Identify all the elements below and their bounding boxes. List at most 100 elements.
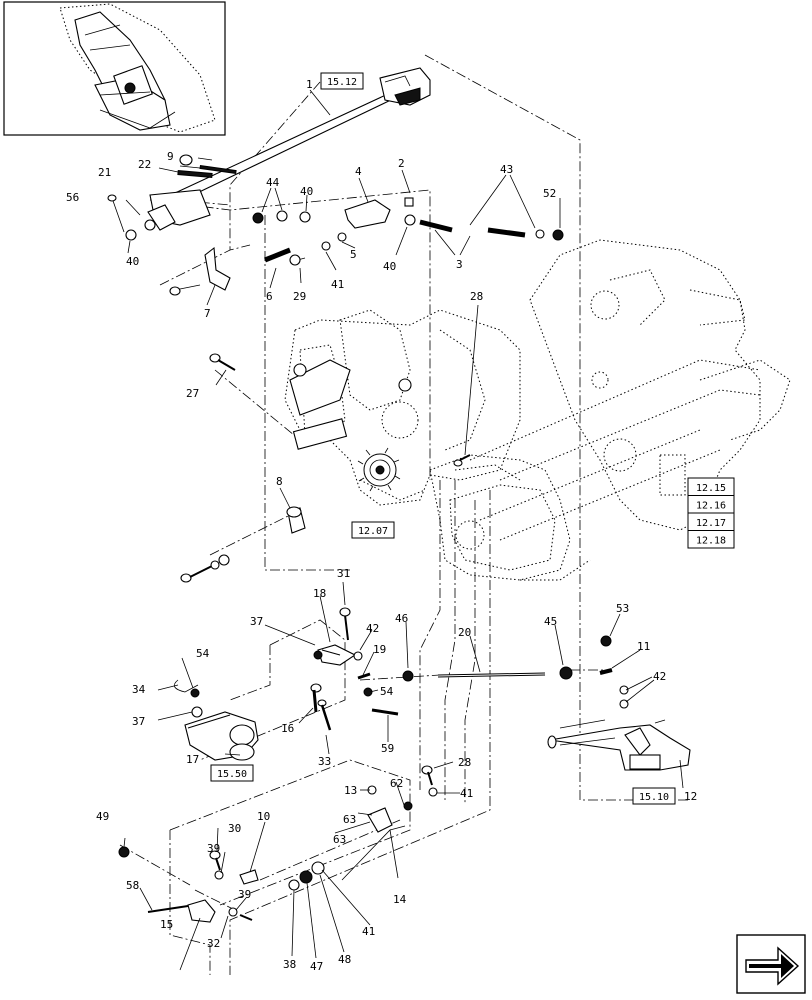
callout-7[interactable]: 7 — [204, 307, 211, 320]
callout-37-lower[interactable]: 37 — [132, 715, 145, 728]
callout-12[interactable]: 12 — [684, 790, 697, 803]
callout-40-left[interactable]: 40 — [126, 255, 139, 268]
callout-49[interactable]: 49 — [96, 810, 109, 823]
spring-6[interactable] — [264, 232, 347, 266]
callout-40-right[interactable]: 40 — [383, 260, 396, 273]
nut-46[interactable] — [402, 670, 414, 682]
callout-63-lower[interactable]: 63 — [333, 833, 346, 846]
callout-8[interactable]: 8 — [276, 475, 283, 488]
callout-56[interactable]: 56 — [66, 191, 79, 204]
callout-41-right[interactable]: 41 — [460, 787, 473, 800]
bolt-56[interactable] — [107, 194, 125, 233]
callout-20[interactable]: 20 — [458, 626, 471, 639]
callout-40-mid[interactable]: 40 — [300, 185, 313, 198]
callout-22[interactable]: 22 — [138, 158, 151, 171]
callout-5[interactable]: 5 — [350, 248, 357, 261]
callout-4[interactable]: 4 — [355, 165, 362, 178]
callout-3[interactable]: 3 — [456, 258, 463, 271]
callout-63-upper[interactable]: 63 — [343, 813, 356, 826]
callout-14[interactable]: 14 — [393, 893, 407, 906]
callout-9[interactable]: 9 — [167, 150, 174, 163]
washer-40a[interactable] — [125, 229, 137, 241]
callout-37-upper[interactable]: 37 — [250, 615, 263, 628]
bolt-28-upper[interactable] — [453, 454, 471, 467]
callout-41-upper[interactable]: 41 — [331, 278, 344, 291]
callout-1[interactable]: 1 — [306, 78, 313, 91]
ref-box-15-12[interactable]: 15.12 — [320, 72, 364, 90]
callout-30[interactable]: 30 — [228, 822, 241, 835]
callout-13[interactable]: 13 — [344, 784, 357, 797]
lever-18[interactable] — [313, 607, 363, 666]
location-inset[interactable] — [3, 1, 226, 136]
bolt-33[interactable] — [317, 699, 332, 731]
callout-52[interactable]: 52 — [543, 187, 556, 200]
bolt-washer-8[interactable] — [180, 554, 230, 583]
nut-49[interactable] — [118, 846, 130, 858]
callout-16[interactable]: 16 — [281, 722, 294, 735]
next-page-arrow-icon[interactable] — [736, 934, 806, 994]
pin-16[interactable] — [310, 683, 322, 713]
bushing-8[interactable] — [286, 506, 306, 534]
callout-11[interactable]: 11 — [637, 640, 650, 653]
callout-29[interactable]: 29 — [293, 290, 306, 303]
callout-17[interactable]: 17 — [186, 753, 199, 766]
callout-54-upper[interactable]: 54 — [196, 647, 210, 660]
callout-45[interactable]: 45 — [544, 615, 557, 628]
bolt-30-39[interactable] — [209, 850, 253, 921]
bracket-12[interactable] — [547, 719, 691, 771]
rod-end-11[interactable] — [599, 635, 629, 709]
callout-18[interactable]: 18 — [313, 587, 326, 600]
callout-15[interactable]: 15 — [160, 918, 173, 931]
callout-10[interactable]: 10 — [257, 810, 270, 823]
callout-54-lower[interactable]: 54 — [380, 685, 394, 698]
bolt-28-lower[interactable] — [421, 765, 438, 797]
callout-46[interactable]: 46 — [395, 612, 408, 625]
callout-48[interactable]: 48 — [338, 953, 351, 966]
clip-34[interactable] — [173, 679, 203, 718]
ref-box-15-50[interactable]: 15.50 — [210, 764, 254, 782]
callout-32[interactable]: 32 — [207, 937, 220, 950]
callout-42-left[interactable]: 42 — [366, 622, 379, 635]
callout-28-upper[interactable]: 28 — [470, 290, 483, 303]
callout-47[interactable]: 47 — [310, 960, 323, 973]
spring-21-22[interactable] — [177, 154, 237, 179]
actuator-17[interactable] — [184, 711, 259, 761]
callout-39-left[interactable]: 39 — [207, 842, 220, 855]
callout-43[interactable]: 43 — [500, 163, 513, 176]
bracket-15[interactable] — [147, 899, 216, 923]
callout-2[interactable]: 2 — [398, 157, 405, 170]
nut-45[interactable] — [559, 666, 573, 680]
ref-box-15-10[interactable]: 15.10 — [632, 787, 676, 805]
callout-33[interactable]: 33 — [318, 755, 331, 768]
callout-27[interactable]: 27 — [186, 387, 199, 400]
callout-21[interactable]: 21 — [98, 166, 111, 179]
callout-41-lower[interactable]: 41 — [362, 925, 375, 938]
bracket-7[interactable] — [169, 246, 231, 296]
callout-19[interactable]: 19 — [373, 643, 386, 656]
callout-59[interactable]: 59 — [381, 742, 394, 755]
bracket-4[interactable] — [344, 197, 414, 229]
callout-62[interactable]: 62 — [390, 777, 403, 790]
washers-44[interactable] — [252, 210, 311, 224]
spring-3[interactable] — [404, 214, 564, 241]
washers-38-47-48[interactable] — [288, 861, 325, 891]
callout-6[interactable]: 6 — [266, 290, 273, 303]
ref-box-stack-12[interactable]: 12.15 12.16 12.17 12.18 — [687, 477, 735, 549]
callout-53[interactable]: 53 — [616, 602, 629, 615]
callout-39-right[interactable]: 39 — [238, 888, 251, 901]
plate-14[interactable] — [367, 785, 413, 833]
bolt-27[interactable] — [209, 353, 236, 371]
ref-box-12-07[interactable]: 12.07 — [351, 521, 395, 539]
bolt-19[interactable] — [357, 672, 373, 697]
callout-42-right[interactable]: 42 — [653, 670, 666, 683]
callout-58[interactable]: 58 — [126, 879, 139, 892]
callout-44[interactable]: 44 — [266, 176, 280, 189]
callout-31[interactable]: 31 — [337, 567, 350, 580]
shaft-59[interactable] — [371, 708, 399, 716]
rod-20[interactable] — [437, 672, 546, 678]
rod-assembly-1[interactable] — [144, 67, 431, 231]
bracket-10[interactable] — [239, 869, 259, 885]
callout-28-lower[interactable]: 28 — [458, 756, 471, 769]
callout-38[interactable]: 38 — [283, 958, 296, 971]
callout-34[interactable]: 34 — [132, 683, 146, 696]
